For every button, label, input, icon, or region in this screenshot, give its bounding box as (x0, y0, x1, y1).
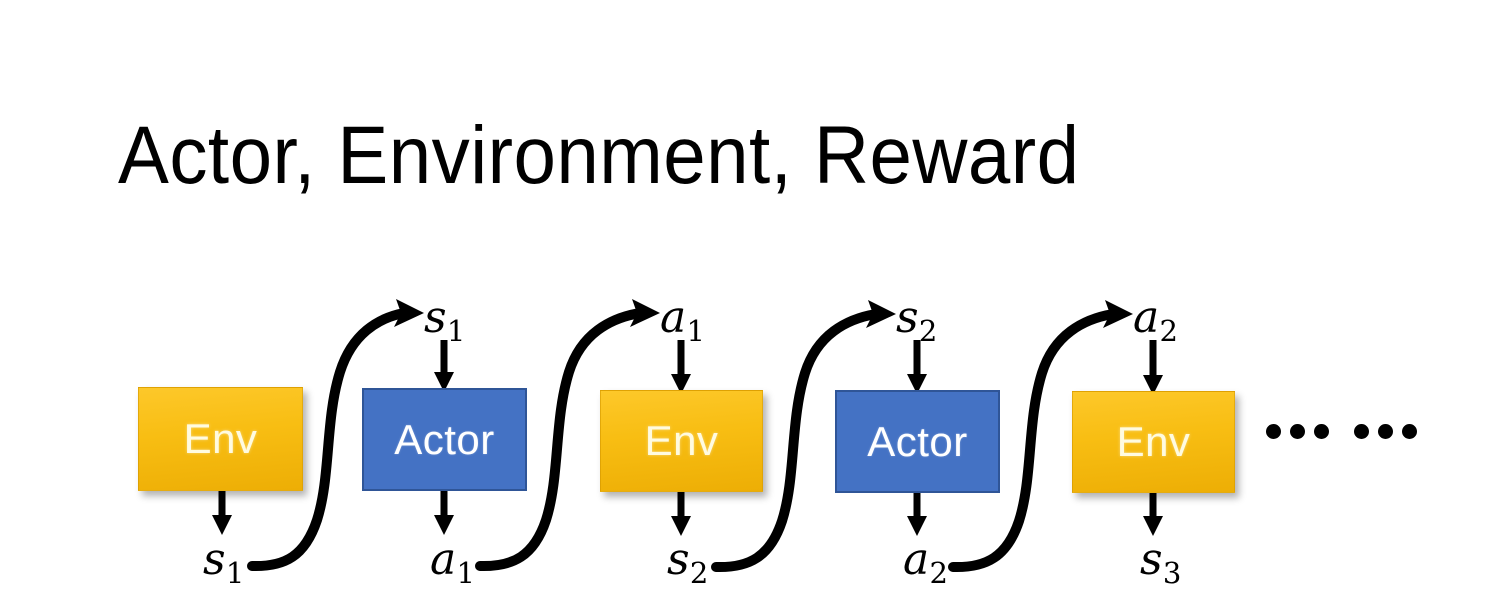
down-arrow-actor1-to-a1 (434, 491, 454, 535)
ellipsis-dot (1378, 424, 1393, 439)
block-actor-1[interactable]: Actor (362, 388, 527, 491)
label-top-a2: a2 (1133, 296, 1178, 346)
label-base: a (903, 534, 930, 585)
label-subscript: 1 (686, 313, 705, 348)
block-env-3[interactable]: Env (1072, 391, 1235, 493)
ellipsis-continuation-icon (1266, 424, 1417, 439)
label-top-s1: s1 (424, 296, 465, 346)
down-arrow-actor2-to-a2 (907, 493, 927, 536)
label-base: a (1133, 292, 1160, 343)
label-base: s (424, 292, 447, 343)
label-base: s (667, 534, 690, 585)
label-subscript: 3 (1162, 555, 1182, 590)
block-env-1[interactable]: Env (138, 387, 303, 491)
label-base: s (203, 534, 226, 585)
down-arrow-env2-to-s2 (671, 492, 691, 536)
label-subscript: 1 (446, 313, 466, 348)
label-subscript: 1 (225, 555, 245, 590)
down-arrow-env3-to-s3 (1143, 493, 1163, 536)
ellipsis-dot (1314, 424, 1329, 439)
label-bottom-s1: s1 (203, 538, 244, 588)
label-bottom-a1: a1 (430, 538, 475, 588)
label-bottom-s3: s3 (1140, 538, 1181, 588)
label-base: s (896, 292, 919, 343)
label-subscript: 2 (689, 555, 709, 590)
label-base: a (430, 534, 457, 585)
label-top-a1: a1 (660, 296, 705, 346)
label-subscript: 2 (1159, 313, 1178, 348)
label-subscript: 1 (456, 555, 475, 590)
down-arrow-s2-to-actor2 (907, 340, 927, 394)
label-base: s (1140, 534, 1163, 585)
down-arrow-a2-to-env3 (1143, 340, 1163, 395)
ellipsis-dot (1354, 424, 1369, 439)
label-bottom-s2: s2 (667, 538, 708, 588)
ellipsis-dot (1266, 424, 1281, 439)
block-env-2[interactable]: Env (600, 390, 763, 492)
down-arrow-s1-to-actor1 (434, 340, 454, 392)
down-arrow-env1-to-s1 (212, 491, 232, 535)
ellipsis-dot (1290, 424, 1305, 439)
label-subscript: 2 (929, 555, 948, 590)
label-subscript: 2 (918, 313, 938, 348)
label-base: a (660, 292, 687, 343)
ellipsis-dot (1402, 424, 1417, 439)
label-top-s2: s2 (896, 296, 937, 346)
block-actor-2[interactable]: Actor (835, 390, 1000, 493)
down-arrow-a1-to-env2 (671, 340, 691, 394)
page-title: Actor, Environment, Reward (118, 110, 1080, 201)
label-bottom-a2: a2 (903, 538, 948, 588)
